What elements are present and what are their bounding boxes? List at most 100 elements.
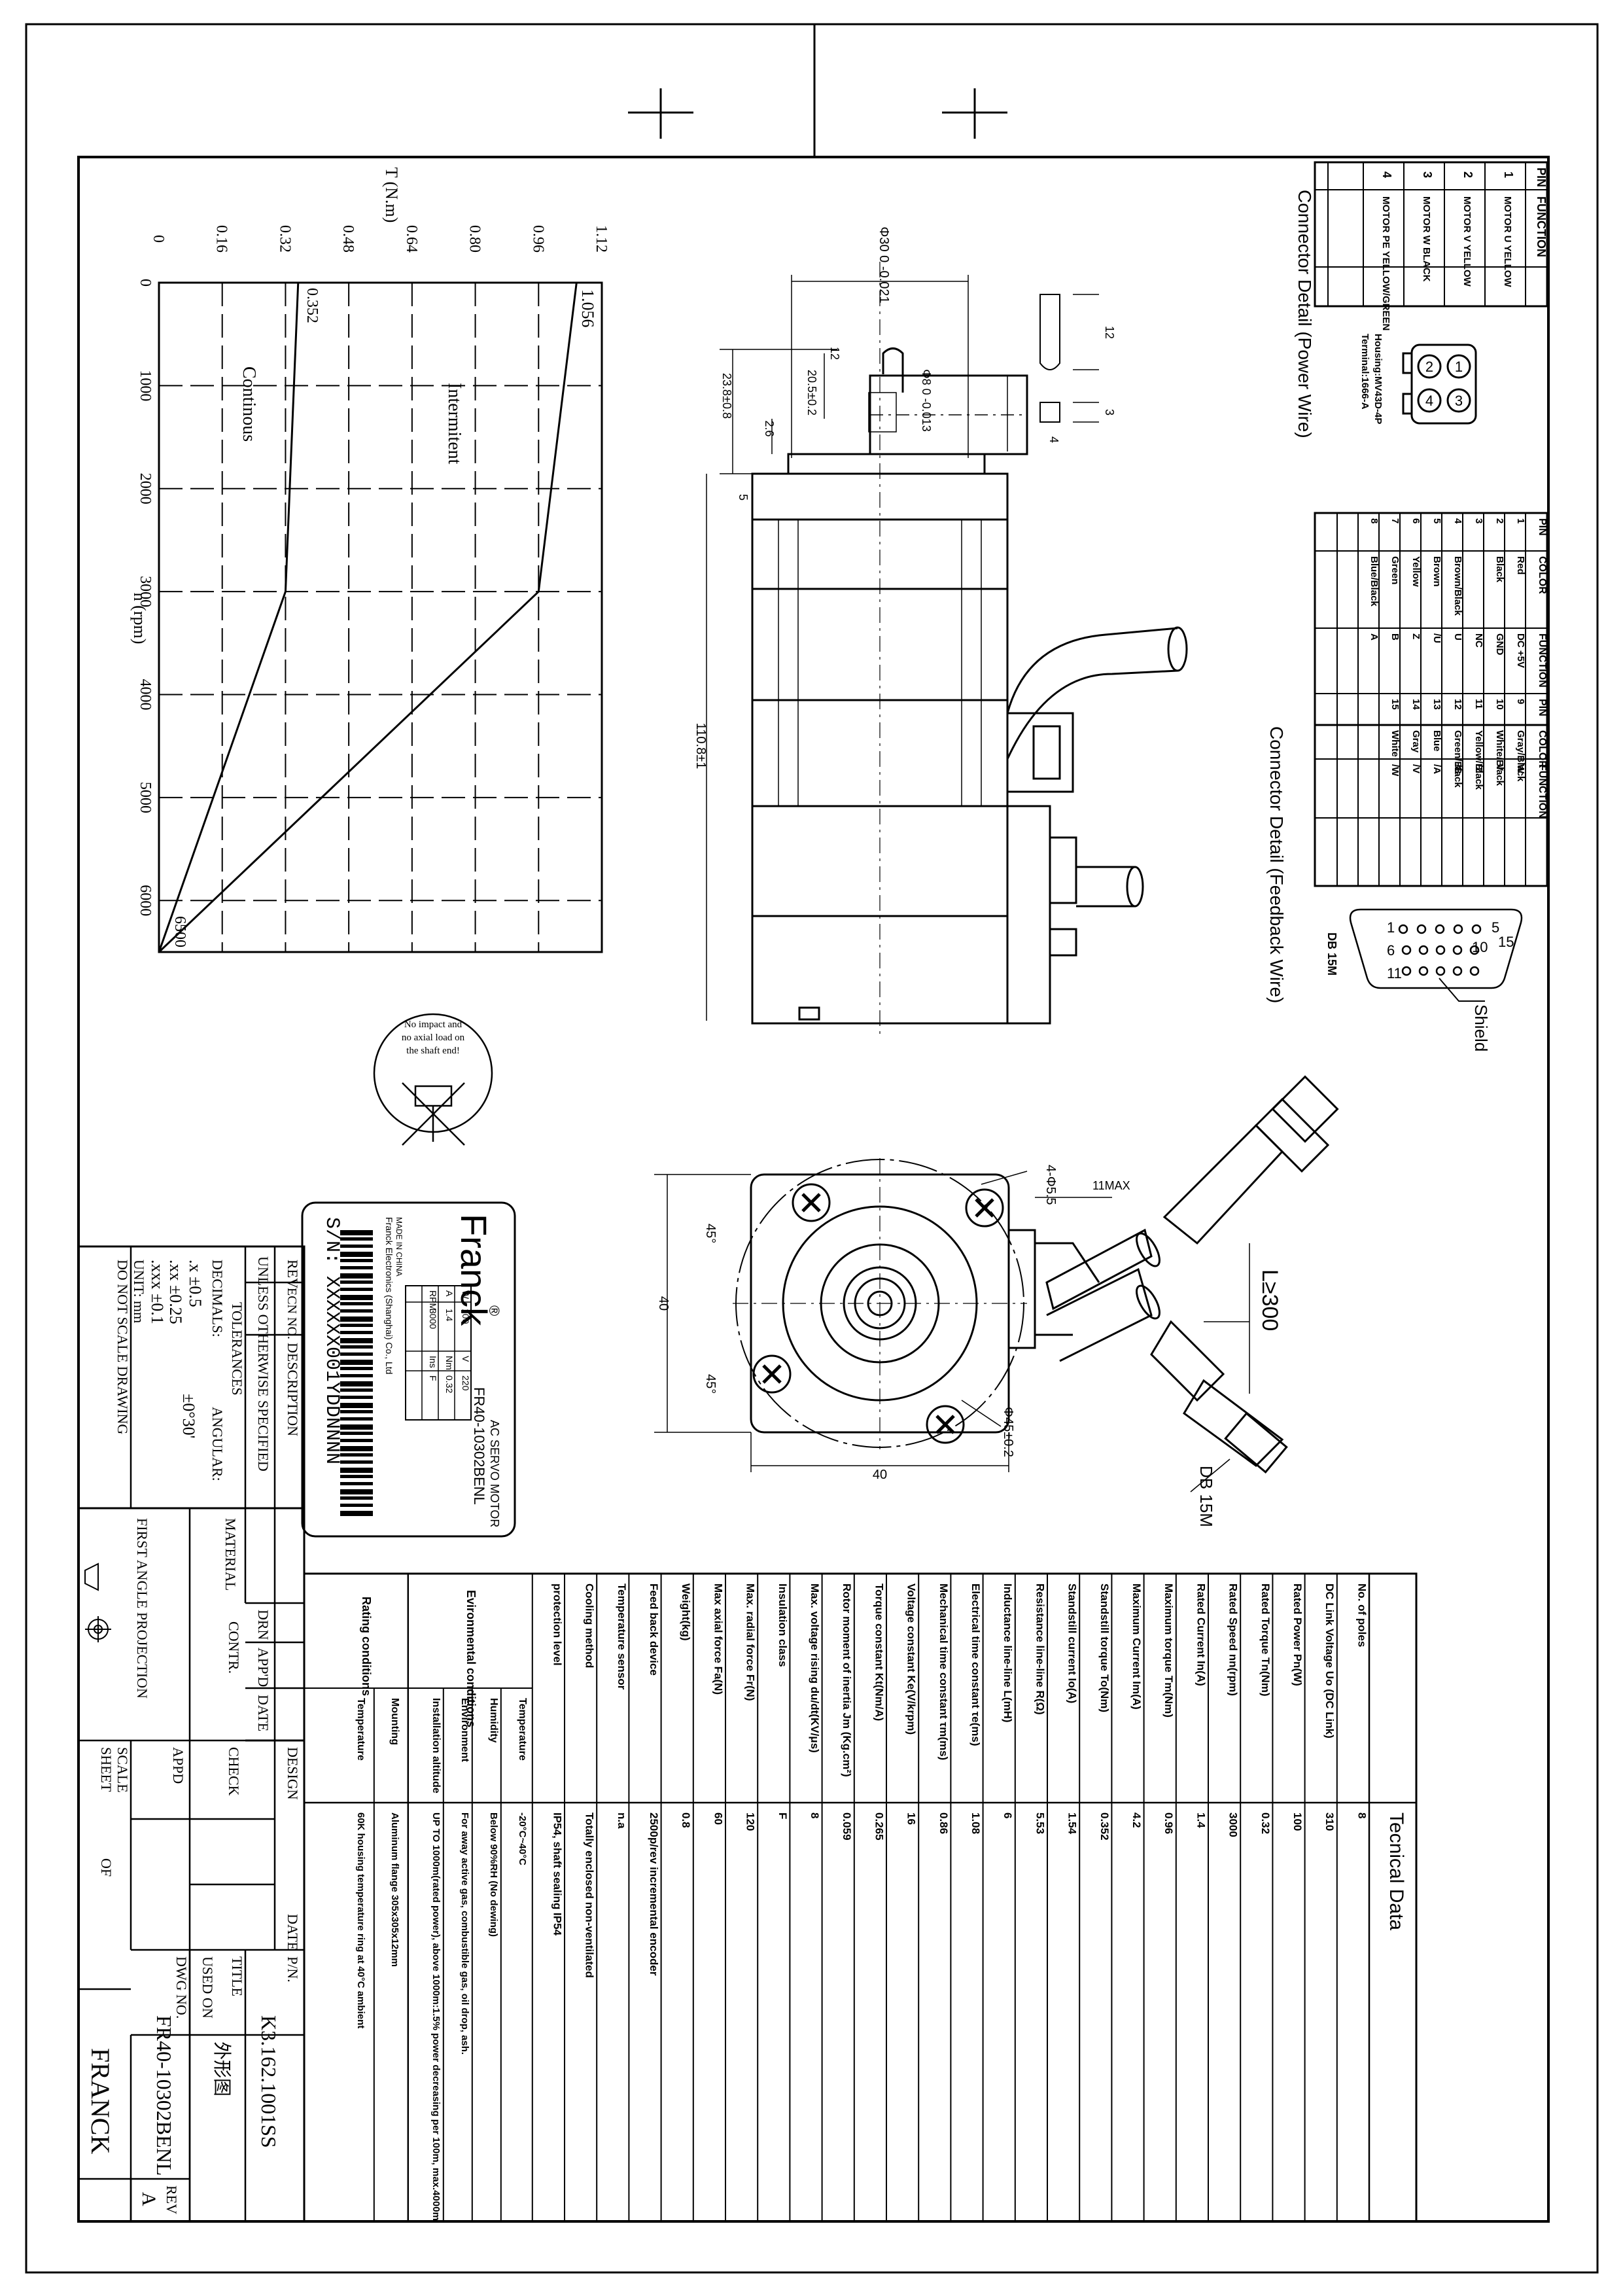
chart-y-tick: 1.12 [593,225,610,253]
db15-pin-15: 15 [1498,934,1514,950]
rating-label: Temperature [355,1698,366,1761]
feedback-cell: 13 [1431,699,1442,710]
nameplate-brand: Franck [453,1214,495,1326]
db15-pin [1435,924,1445,934]
tech-value: 60 [712,1812,724,1825]
feedback-cell: /W [1389,764,1401,777]
feedback-header: PIN [1537,518,1548,536]
env-label: Installation altitude [430,1698,442,1793]
warning-note: No impact and no axial load on the shaft… [373,1013,493,1146]
db15-pin [1453,924,1463,934]
tech-value: 8 [809,1812,821,1818]
rating-value: 60K housing temperature ring at 40°C amb… [355,1812,366,2028]
nameplate-cell: A [444,1290,455,1297]
chart-y-tick: 0.96 [529,225,546,253]
rating-value: Aluminum flange 305x305x12mm [389,1812,400,1967]
db15-pin [1469,966,1480,976]
chart-x-tick: 2000 [137,473,154,504]
tol-xx: .xx ±0.25 [166,1260,185,1324]
tech-label: Weight(kg) [680,1583,692,1641]
dim-key-detail-height: 3 [1103,409,1116,415]
tech-value: 0.8 [680,1812,692,1828]
do-not-scale: DO NOT SCALE DRAWING [114,1260,131,1434]
tech-data-title: Tecnical Data [1386,1812,1407,1930]
power-connector-title: Connector Detail (Power Wire) [1295,190,1315,438]
nameplate-model: FR40-10302BENL [471,1387,487,1505]
design-label: DESIGN [285,1747,301,1800]
feedback-cell: Blue [1431,730,1442,752]
rev-col: REV [285,1260,301,1288]
db15-pin-10: 10 [1472,939,1488,955]
feedback-cell: /B [1452,764,1463,774]
material: MATERIAL [222,1518,239,1591]
nameplate-serial: S/N: XXXXXX001YDDNNNN [321,1217,343,1464]
tech-value: 100 [1291,1812,1304,1831]
chart-grid [159,283,602,952]
dim-key-length: 12 [828,347,841,360]
chart-x-tick: 4000 [137,679,154,711]
db15-pin [1435,945,1446,955]
date-label: DATE [285,1914,301,1951]
ecn-col: ECN NO. [285,1288,299,1339]
feedback-cell: 5 [1431,518,1442,523]
feedback-cell: Z [1410,633,1422,639]
tech-label: Torque constant Kt(Nm/A) [873,1583,885,1721]
feedback-cell: Yellow [1410,556,1422,587]
tech-value: n.a [616,1812,628,1829]
used-on: USED ON [200,1956,216,2019]
power-connector-plug [1402,344,1477,425]
tech-value: F [777,1812,789,1819]
feedback-cell: A [1369,633,1380,641]
dim-key-width: Φ8 0 -0.013 [920,369,933,431]
tech-label: Cooling method [584,1583,596,1668]
plug-pin-3: 3 [1455,393,1463,409]
db15-pin [1401,966,1412,976]
tech-value: 0.265 [873,1812,885,1841]
tech-value: 0.86 [937,1812,950,1834]
shield-label: Shield [1471,1004,1491,1051]
feedback-cell: Green [1389,556,1401,584]
feedback-cell: Black [1494,556,1505,583]
chart-y-tick: 0.80 [466,225,483,253]
appd-label: APPD [170,1747,186,1784]
db15-pin [1452,945,1463,955]
tech-label: Voltage constant Ke(V/krpm) [905,1583,918,1735]
db15-pin-6: 6 [1387,942,1395,959]
dim-width-40: 40 [873,1468,887,1482]
feedback-cell: /U [1431,633,1442,643]
power-pin-function: MOTOR W BLACK [1421,196,1432,282]
power-header-function: FUNCTION [1535,196,1548,257]
first-angle-symbol [84,1563,111,1642]
power-pin-number: 3 [1421,171,1434,178]
dim-pilot-diameter: Φ45±0.2 [1001,1407,1015,1457]
annotation-1056: 1.056 [578,289,597,328]
rating-title: Rating conditions [360,1597,373,1696]
feedback-cell: White/Black [1494,730,1505,786]
tech-value: 0.059 [841,1812,853,1841]
dwg-no-value: FR40-10302BENL [152,2015,176,2176]
chart-y-tick: 0.16 [213,225,230,253]
dim-cable-max: 11MAX [1092,1179,1130,1192]
dim-shaft-length: 23.8±0.8 [720,373,733,419]
nameplate-cell: 100 [461,1309,471,1324]
power-pin-number: 2 [1461,171,1475,178]
env-value: For away active gas, combustible gas, oi… [459,1812,470,2055]
plug-housing-text: Housing:MV43D-4P [1372,334,1384,424]
nameplate-cell: 1.4 [444,1309,455,1322]
tech-value: 1.08 [969,1812,982,1834]
tech-label: Max axial force Fa(N) [712,1583,724,1695]
dim-angle-bottom: 45° [703,1374,718,1394]
feedback-cell: 2 [1494,518,1505,523]
nameplate-made-in: MADE IN CHINA [394,1217,404,1277]
db15-connector-face [1349,908,1523,989]
warning-line-3: the shaft end! [406,1046,460,1056]
tol-xxx: .xxx ±0.1 [148,1260,167,1324]
tech-value: 16 [905,1812,918,1825]
tech-label: No. of poles [1355,1583,1368,1647]
angular: ANGULAR: [209,1407,226,1481]
